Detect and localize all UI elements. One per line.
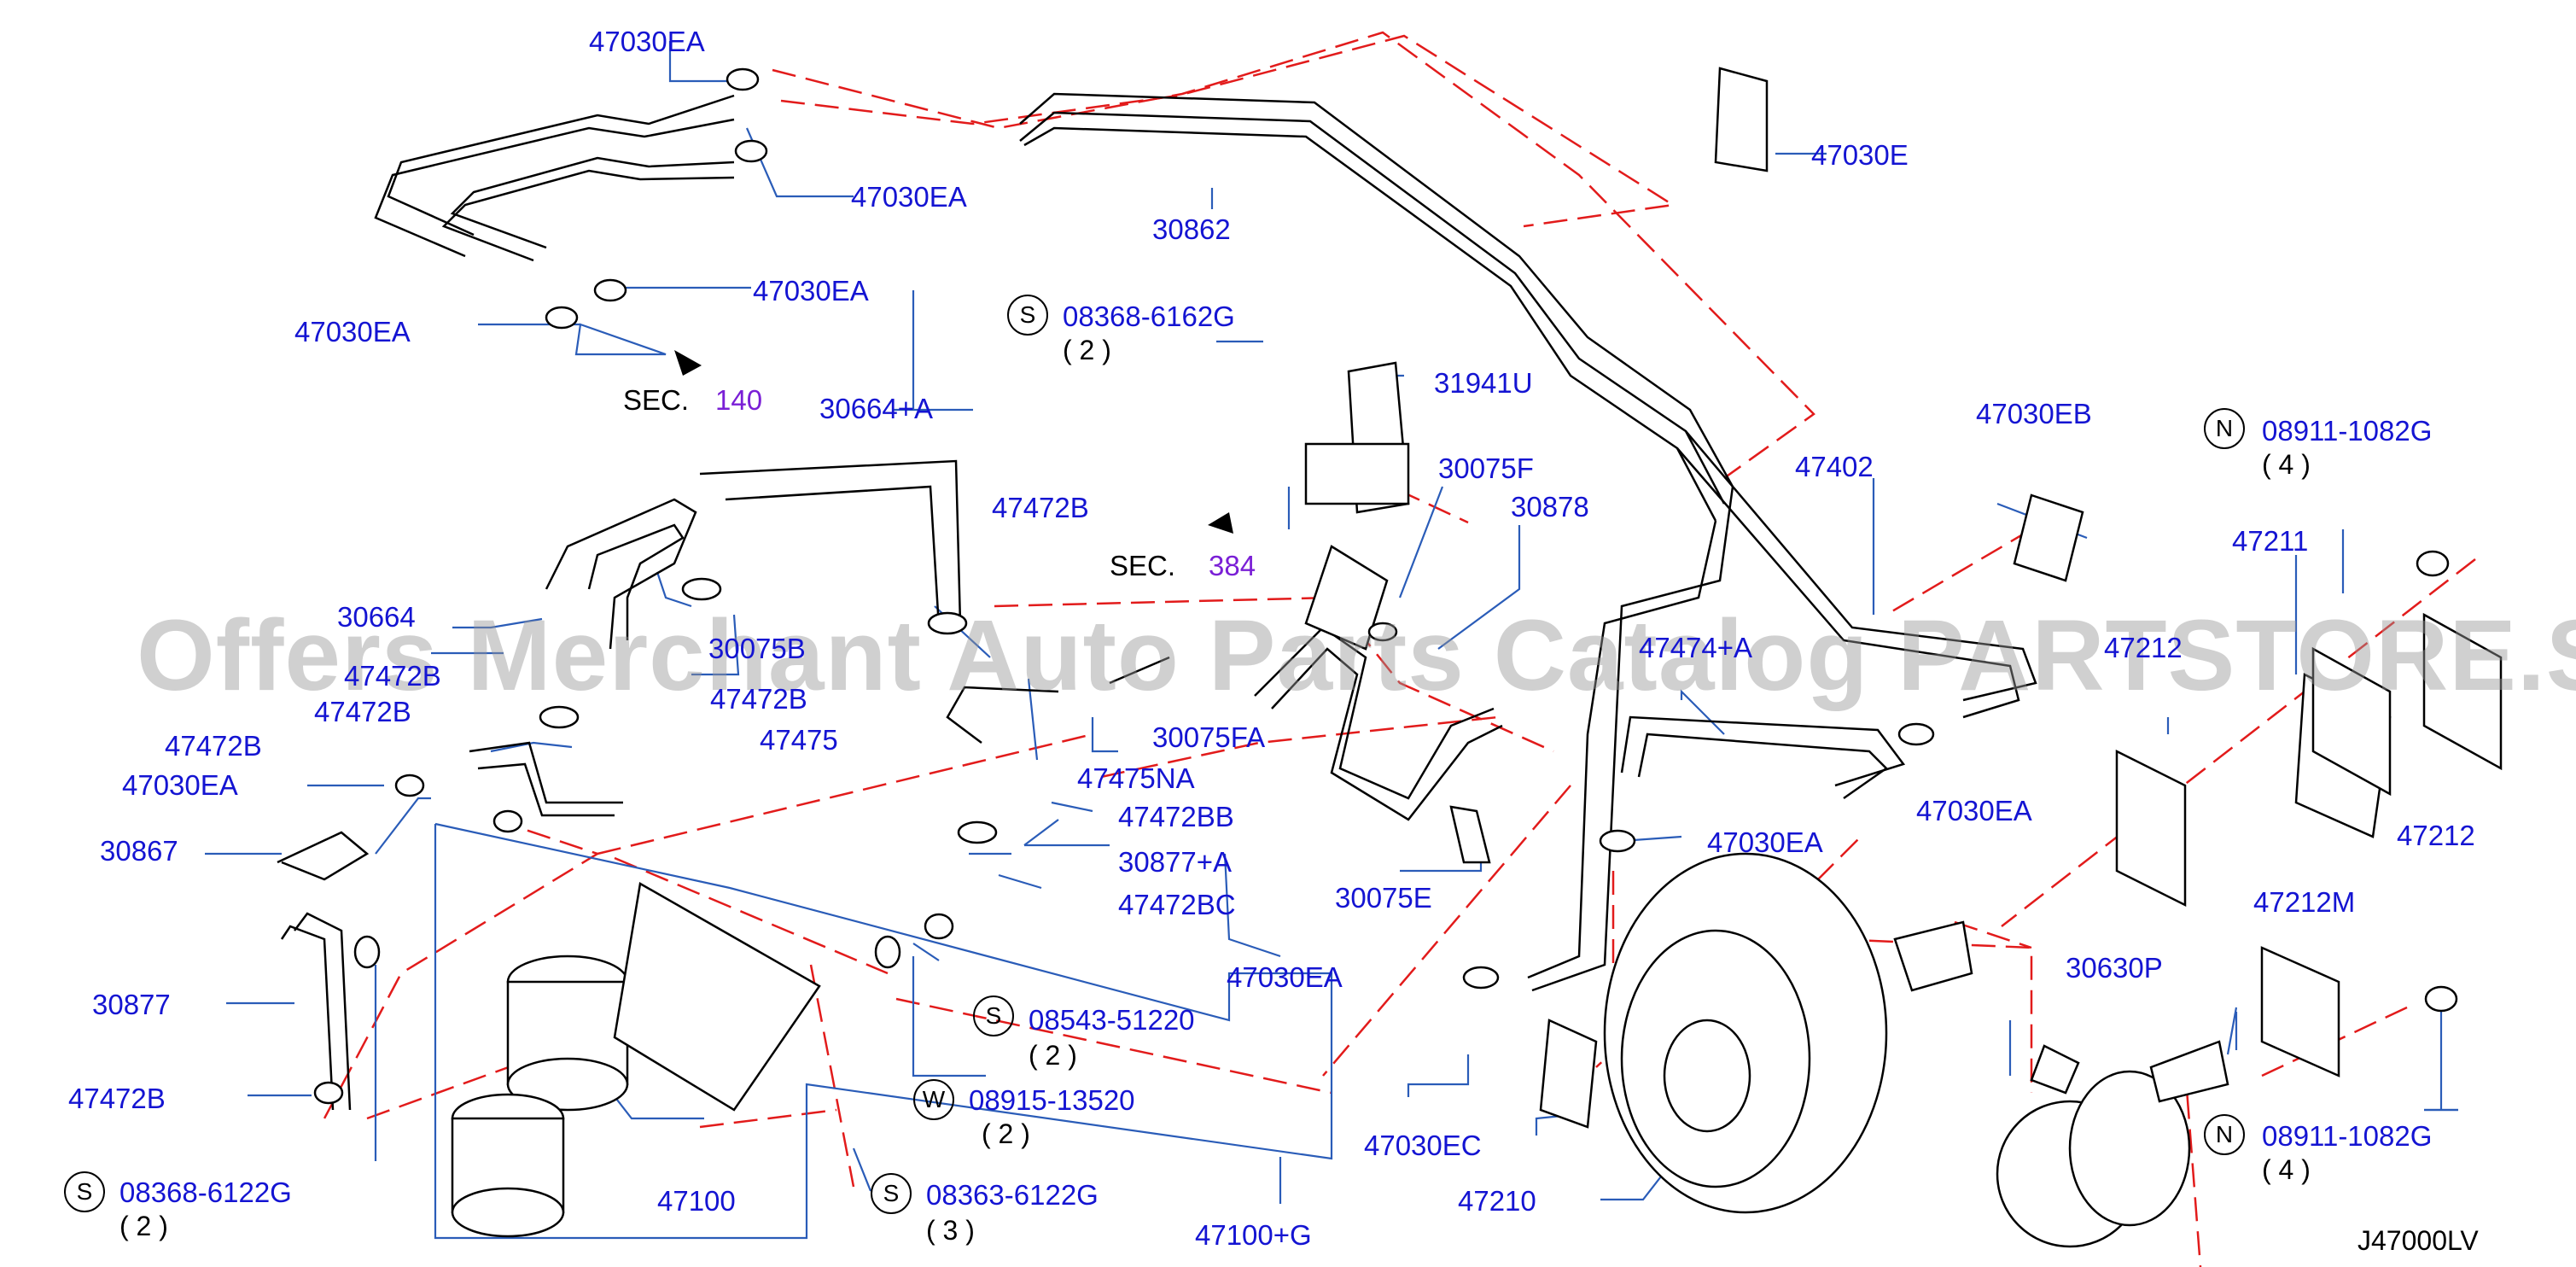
bolt-part-08915-13520[interactable]: 08915-13520 [969,1084,1135,1116]
part-label-47030EC[interactable]: 47030EC [1364,1130,1482,1161]
part-label-47030E[interactable]: 47030E [1811,139,1909,171]
components [313,67,2503,1248]
part-label-47472B[interactable]: 47472B [710,683,807,715]
watermark-text: Offers Merchant Auto Parts Catalog PARTS… [137,599,2576,712]
part-label-47472B[interactable]: 47472B [992,492,1089,523]
part-label-30862[interactable]: 30862 [1152,213,1231,245]
part-label-47474-A[interactable]: 47474+A [1639,632,1753,663]
sec-ref-384-number[interactable]: 384 [1209,550,1256,581]
diagram-code: J47000LV [2357,1225,2479,1256]
part-label-47472BC[interactable]: 47472BC [1118,889,1236,920]
bolt-part-08911-1082G[interactable]: 08911-1082G [2262,1120,2433,1152]
part-label-47030EA[interactable]: 47030EA [1916,795,2032,826]
bolt-symbol-w: W [913,1079,954,1120]
part-label-47212[interactable]: 47212 [2397,820,2475,851]
bolt-symbol-n: N [2204,408,2245,449]
part-label-47472BB[interactable]: 47472BB [1118,801,1234,832]
bolt-part-08368-6122G[interactable]: 08368-6122G [119,1176,292,1208]
part-label-47030EA[interactable]: 47030EA [851,181,967,213]
part-label-31941U[interactable]: 31941U [1434,367,1533,399]
part-label-47475NA[interactable]: 47475NA [1077,762,1195,794]
part-label-47030EA[interactable]: 47030EA [294,316,411,347]
part-label-30075B[interactable]: 30075B [708,633,806,664]
part-label-30664[interactable]: 30664 [337,601,416,633]
part-label-47030EA[interactable]: 47030EA [1227,961,1343,993]
part-label-47211[interactable]: 47211 [2232,525,2309,557]
part-label-47472B[interactable]: 47472B [165,730,262,762]
part-label-47475[interactable]: 47475 [760,724,838,756]
part-label-47472B[interactable]: 47472B [68,1083,166,1114]
part-label-47030EA[interactable]: 47030EA [589,26,705,57]
hoses-pipes [277,92,2037,1111]
bolt-quantity: ( 2 ) [1063,335,1111,365]
bolt-symbol-s: S [871,1173,912,1214]
bolt-part-08363-6122G[interactable]: 08363-6122G [926,1179,1099,1211]
part-label-30075E[interactable]: 30075E [1335,882,1432,914]
part-label-47212M[interactable]: 47212M [2253,886,2356,918]
part-label-30867[interactable]: 30867 [100,835,178,867]
part-label-47030EB[interactable]: 47030EB [1976,398,2092,429]
bolt-quantity: ( 2 ) [982,1118,1030,1149]
bolt-symbol-s: S [64,1171,105,1212]
bolt-quantity: ( 2 ) [1029,1040,1077,1071]
part-label-47402[interactable]: 47402 [1795,451,1874,482]
bolt-part-08543-51220[interactable]: 08543-51220 [1029,1004,1195,1036]
part-label-47030EA[interactable]: 47030EA [1707,826,1823,858]
arrows [674,350,1233,534]
part-label-47030EA[interactable]: 47030EA [122,769,238,801]
part-label-47210[interactable]: 47210 [1458,1185,1536,1217]
bolt-quantity: ( 2 ) [119,1211,168,1241]
part-label-30075F[interactable]: 30075F [1438,452,1534,484]
part-label-30877-A[interactable]: 30877+A [1118,846,1233,878]
bolt-symbol-s: S [973,996,1014,1036]
part-label-47030EA[interactable]: 47030EA [753,275,869,307]
part-label-47100[interactable]: 47100 [657,1185,736,1217]
part-label-30664-A[interactable]: 30664+A [819,393,934,424]
sec-ref-140-number[interactable]: 140 [715,384,763,416]
part-label-47472B[interactable]: 47472B [314,696,411,727]
bolt-quantity: ( 4 ) [2262,1154,2311,1185]
bolt-part-08368-6162G[interactable]: 08368-6162G [1063,301,1235,332]
sec-ref-384-prefix: SEC. [1110,550,1176,581]
bolt-symbol-n: N [2204,1114,2245,1155]
part-label-47100-G[interactable]: 47100+G [1195,1219,1312,1251]
bolt-symbol-s: S [1007,295,1048,336]
part-label-30878[interactable]: 30878 [1511,491,1589,523]
part-label-30630P[interactable]: 30630P [2066,952,2163,984]
bolt-quantity: ( 3 ) [926,1215,975,1246]
part-label-30075FA[interactable]: 30075FA [1152,721,1266,753]
part-label-47212[interactable]: 47212 [2104,632,2183,663]
bolt-quantity: ( 4 ) [2262,449,2311,480]
bolt-part-08911-1082G[interactable]: 08911-1082G [2262,415,2433,447]
part-label-30877[interactable]: 30877 [92,989,171,1020]
red-dashed-guide-lines [323,31,2476,1267]
sec-ref-140-prefix: SEC. [623,384,690,416]
part-label-47472B[interactable]: 47472B [344,660,441,692]
